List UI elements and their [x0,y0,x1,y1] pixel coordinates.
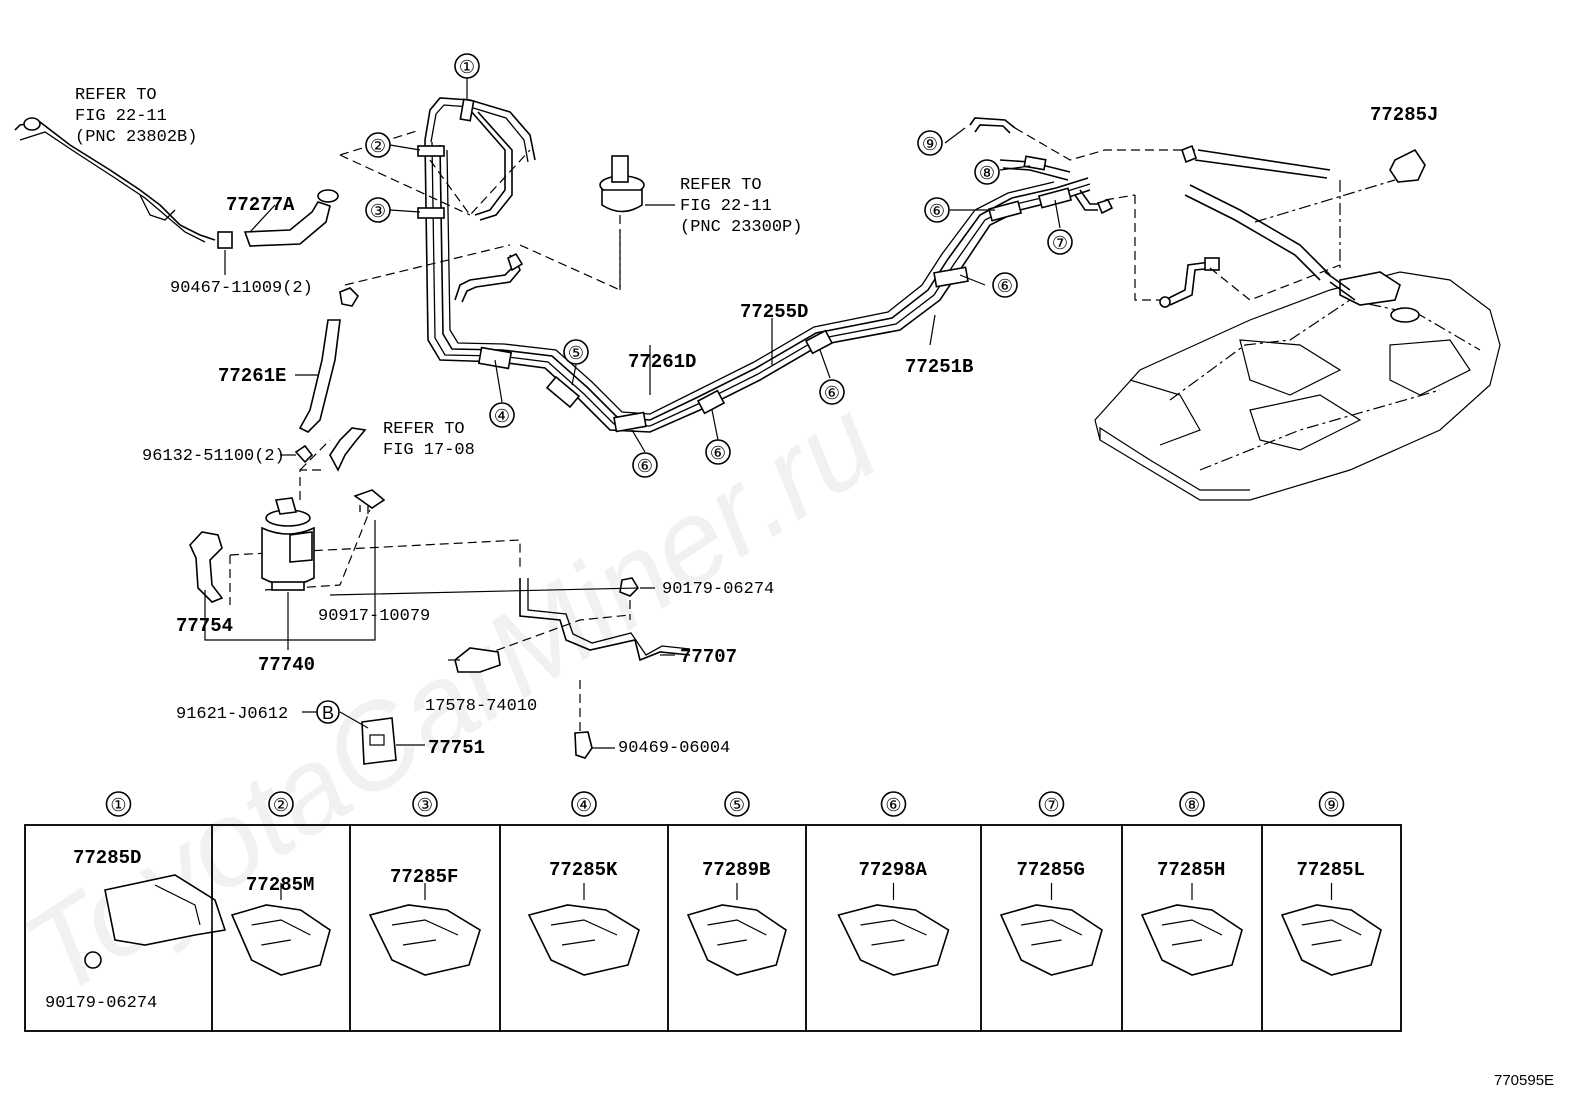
callout-9: ⑨ [922,134,938,154]
part-label-90469: 90469-06004 [618,739,730,758]
part-label-77251b: 77251B [905,356,973,378]
refer-line-3: (PNC 23300P) [680,218,802,237]
table-callout-circle [1038,791,1065,817]
table-part-label: 77285D [73,847,141,869]
part-label-77261d: 77261D [628,351,696,373]
table-callout-circle [571,791,597,817]
refer-17-08: REFER TO FIG 17-08 [383,420,475,460]
part-label-90917: 90917-10079 [318,607,430,626]
tank-hoses [1104,148,1426,308]
refer-line-1: REFER TO [75,86,157,105]
table-part-sketch [368,883,481,976]
table-part-sketch [999,883,1103,976]
table-callout-number: ③ [417,795,433,815]
table-part-sketch [1280,883,1382,976]
table-callout-number: ⑤ [729,795,745,815]
callout-4: ④ [494,406,510,426]
refer-line-1: REFER TO [383,420,465,439]
refer-line-2: FIG 22-11 [75,107,167,126]
table-part-label: 77289B [702,859,770,881]
diagram-callouts: ① ② ③ ④ ⑤ ⑥ ⑥ ⑥ ⑥ ⑥ ⑦ ⑧ ⑨ [365,53,1073,478]
table-callout-number: ① [110,795,126,815]
callout-b: B [322,703,334,723]
table-part-sketch [84,874,227,969]
part-label-77255d: 77255D [740,301,808,323]
part-label-77285j: 77285J [1370,104,1438,126]
table-extra-label: 90179-06274 [45,994,157,1013]
table-callout-circle [268,791,294,817]
fuel-lines [417,97,1195,433]
callout-leaders [224,78,1061,749]
part-label-77277a: 77277A [226,194,295,216]
table-part-sketch [837,883,950,976]
table-callout-circle [412,791,438,817]
table-part-label: 77285L [1297,859,1365,881]
callout-5: ⑤ [568,343,584,363]
callout-7: ⑦ [1052,233,1068,253]
table-callout-number: ⑦ [1043,795,1059,815]
part-label-90467: 90467-11009(2) [170,279,313,298]
part-label-77754: 77754 [176,615,233,637]
table-part-label: 77285H [1157,859,1225,881]
part-label-77740: 77740 [258,654,315,676]
part-label-17578: 17578-74010 [425,697,537,716]
part-label-77707: 77707 [680,646,737,668]
parts-table: ① 77285D 90179-06274 ② 77285M ③ 77285F ④ 77285K ⑤… [24,791,1402,1032]
table-cell [1261,824,1402,1032]
callout-6a: ⑥ [637,456,653,476]
table-part-label: 77285G [1017,859,1085,881]
callout-2: ② [370,136,386,156]
table-part-label: 77285K [549,859,618,881]
part-label-96132: 96132-51100(2) [142,447,285,466]
table-callout-circle [880,791,907,817]
refer-line-2: FIG 22-11 [680,197,772,216]
part-label-77261e: 77261E [218,365,286,387]
table-part-sketch [230,883,331,976]
table-callout-number: ② [273,795,289,815]
fuel-tank [1094,271,1501,501]
table-part-sketch [1140,883,1243,976]
callout-6b: ⑥ [710,443,726,463]
table-part-label: 77285F [390,866,458,888]
refer-22-11-b: REFER TO FIG 22-11 (PNC 23300P) [680,176,802,237]
refer-22-11-a: REFER TO FIG 22-11 (PNC 23802B) [75,86,197,147]
left-parts [14,117,1197,765]
table-callout-circle [1318,791,1345,817]
table-callout-number: ④ [576,795,592,815]
table-part-sketch [686,883,787,976]
refer-line-2: FIG 17-08 [383,441,475,460]
part-label-77751: 77751 [428,737,485,759]
callout-6e: ⑥ [997,276,1013,296]
callout-6d: ⑥ [929,201,945,221]
table-part-label: 77285M [246,874,314,896]
refer-line-1: REFER TO [680,176,762,195]
callout-3: ③ [370,201,386,221]
table-callout-number: ⑨ [1323,795,1339,815]
table-callout-number: ⑧ [1184,795,1200,815]
part-label-90179-top: 90179-06274 [662,580,774,599]
table-part-label: 77298A [859,859,928,881]
leader-lines [229,129,631,740]
refer-line-3: (PNC 23802B) [75,128,197,147]
callout-6c: ⑥ [824,383,840,403]
callout-8: ⑧ [979,163,995,183]
table-callout-circle [105,791,132,817]
table-callout-circle [724,791,750,817]
callout-1: ① [459,57,475,77]
table-callout-circle [1179,791,1205,817]
figure-code: 770595E [1494,1072,1554,1089]
part-label-91621: 91621-J0612 [176,705,288,724]
table-callout-number: ⑥ [885,795,901,815]
table-part-sketch [527,883,640,976]
